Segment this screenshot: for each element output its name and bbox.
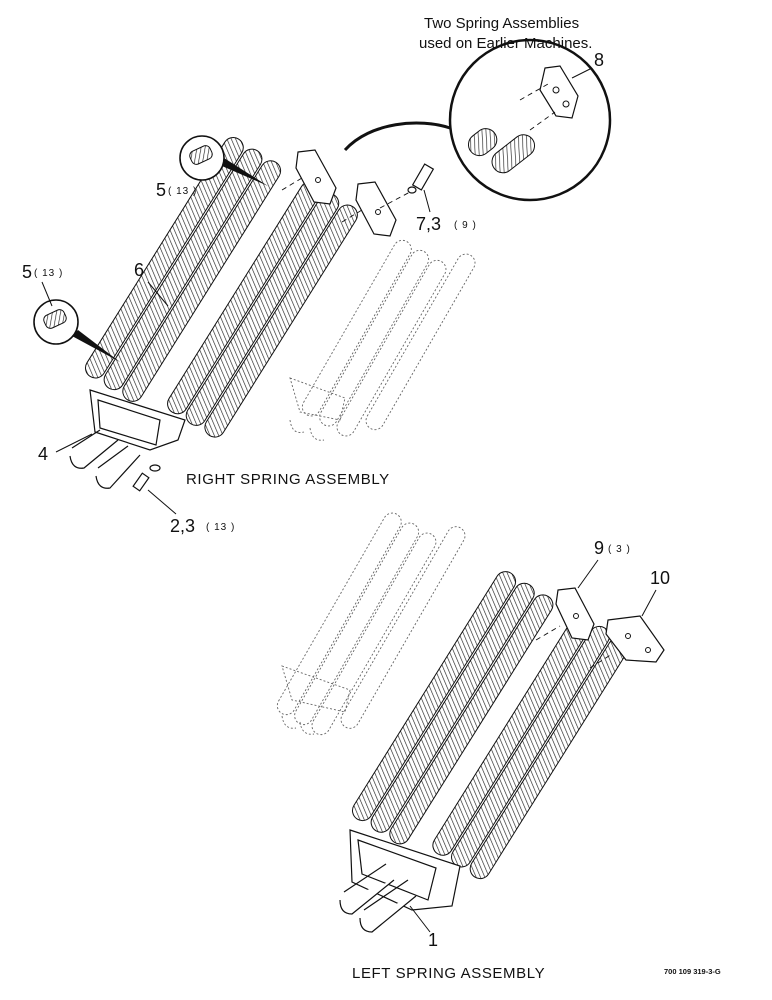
callout-5-upper: 5 [156, 180, 166, 200]
phantom-assembly-right [289, 239, 476, 441]
callout-4: 4 [38, 444, 48, 464]
callout-9: 9 [594, 538, 604, 558]
callout-2-3: 2,3 [170, 516, 195, 536]
callout-10: 10 [650, 568, 670, 588]
drawing-code: 700 109 319-3-G [664, 967, 721, 976]
callout-7-3: 7,3 [416, 214, 441, 234]
callout-5-left-qty: ( 13 ) [34, 268, 63, 279]
callout-7-3-qty: ( 9 ) [454, 220, 477, 231]
callout-8: 8 [594, 50, 604, 70]
phantom-assembly-left [276, 512, 466, 736]
inset-note-line-2: used on Earlier Machines. [419, 35, 592, 52]
left-spring-assembly-title: LEFT SPRING ASSEMBLY [352, 965, 545, 982]
right-spring-assembly-title: RIGHT SPRING ASSEMBLY [186, 471, 390, 488]
callout-2-3-qty: ( 13 ) [206, 522, 235, 533]
detail-5-left [33, 299, 120, 362]
callout-9-qty: ( 3 ) [608, 544, 631, 555]
right-spring-assembly [69, 136, 435, 492]
callout-1: 1 [428, 930, 438, 950]
inset-note-line-1: Two Spring Assemblies [424, 15, 579, 32]
callout-5-left: 5 [22, 262, 32, 282]
detail-5-upper [179, 135, 268, 186]
callout-6: 6 [134, 260, 144, 280]
callout-5-upper-qty: ( 13 ) [168, 186, 197, 197]
earlier-machines-inset [343, 38, 612, 202]
left-spring-assembly [339, 571, 665, 933]
